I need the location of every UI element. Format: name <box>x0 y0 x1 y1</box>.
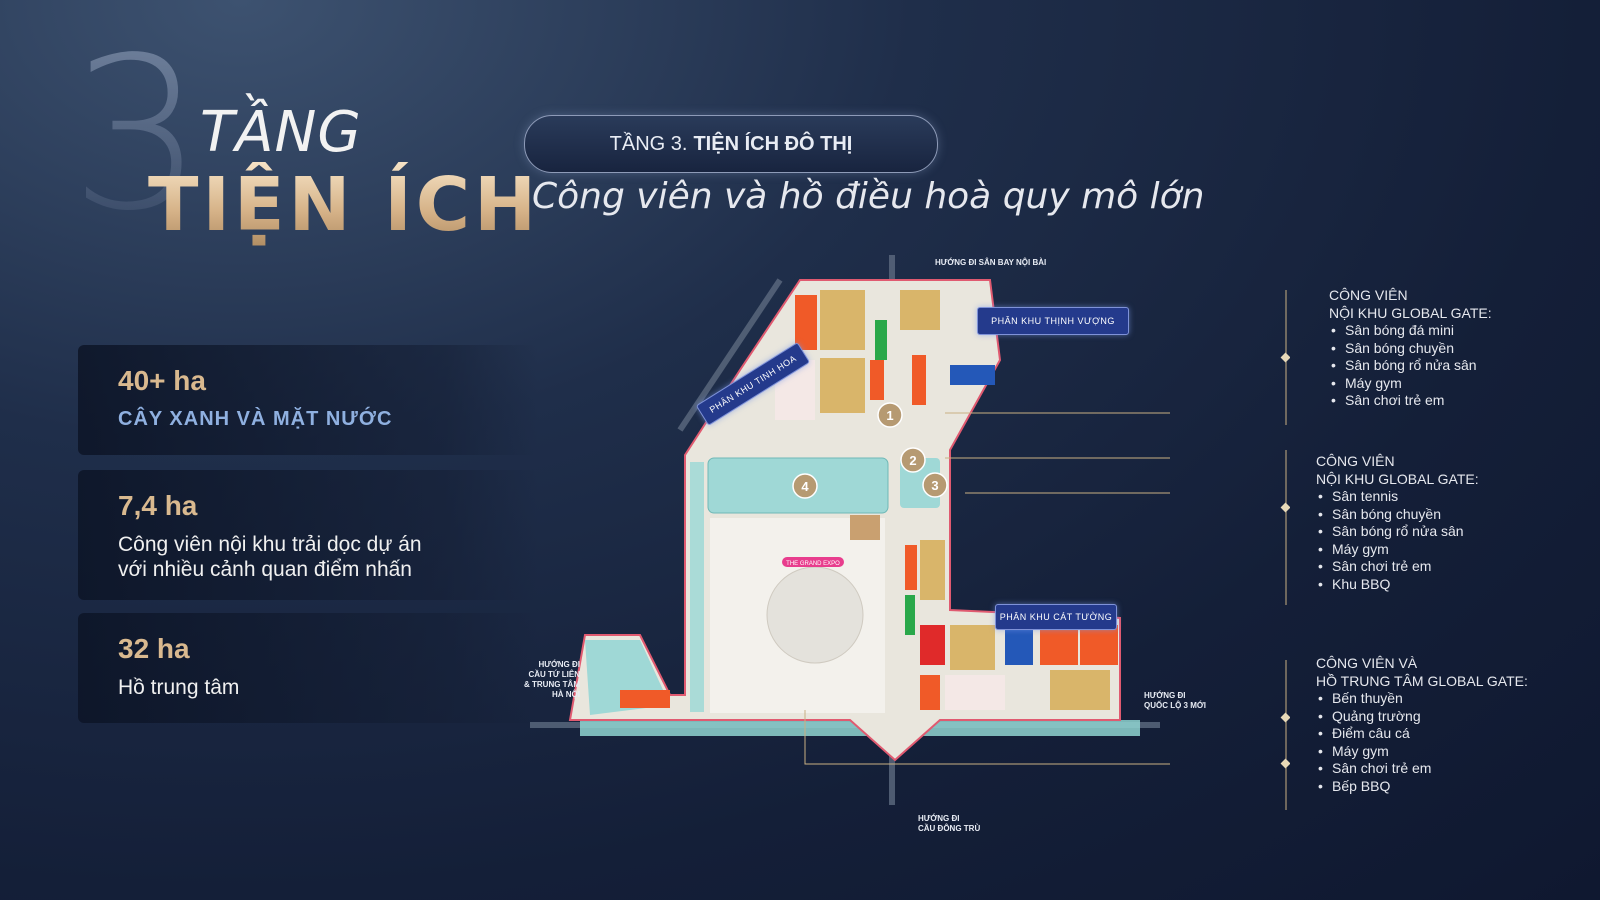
list-item: Bến thuyền <box>1318 690 1528 708</box>
masterplan-map: THE GRAND EXPO 1 2 3 4 <box>530 255 1170 805</box>
list-item: Sân tennis <box>1318 488 1479 506</box>
list-item: Máy gym <box>1318 743 1528 761</box>
direction-quoc-lo: HƯỚNG ĐI QUỐC LỘ 3 MỚI <box>1144 691 1206 710</box>
stat-label: Hồ trung tâm <box>118 676 240 699</box>
leader-lines <box>804 412 1170 765</box>
park-title: CÔNG VIÊN <box>1329 287 1408 303</box>
hero-line2: TIỆN ÍCH <box>148 162 541 248</box>
section-pill: TẦNG 3. TIỆN ÍCH ĐÔ THỊ <box>524 115 938 173</box>
list-item: Sân bóng chuyền <box>1318 506 1479 524</box>
list-item: Quảng trường <box>1318 708 1528 726</box>
park-list-1: CÔNG VIÊN NỘI KHU GLOBAL GATE: Sân bóng … <box>1329 287 1492 410</box>
stat-card-park: 7,4 ha Công viên nội khu trải dọc dự án … <box>78 470 538 600</box>
marker-4: 4 <box>801 479 809 494</box>
marker-2: 2 <box>909 453 916 468</box>
expo-badge <box>782 557 844 567</box>
page-subtitle: Công viên và hồ điều hoà quy mô lớn <box>532 176 1205 217</box>
list-item: Sân bóng rổ nửa sân <box>1331 357 1492 375</box>
pill-bold: TIỆN ÍCH ĐÔ THỊ <box>693 132 853 155</box>
list-item: Điểm câu cá <box>1318 725 1528 743</box>
list-item: Sân bóng đá mini <box>1331 322 1492 340</box>
park-list-3: CÔNG VIÊN VÀ HỒ TRUNG TÂM GLOBAL GATE: B… <box>1316 655 1528 795</box>
zone-cat-tuong: PHÂN KHU CÁT TƯỜNG <box>995 604 1117 630</box>
stat-value: 7,4 ha <box>118 490 198 521</box>
stat-label: CÂY XANH VÀ MẶT NƯỚC <box>118 408 393 430</box>
list-item: Máy gym <box>1318 541 1479 559</box>
list-item: Máy gym <box>1331 375 1492 393</box>
stat-label-line2: với nhiều cảnh quan điểm nhấn <box>118 558 412 581</box>
list-item: Sân bóng chuyền <box>1331 340 1492 358</box>
pill-prefix: TẦNG 3. <box>609 132 688 155</box>
park-list-2: CÔNG VIÊN NỘI KHU GLOBAL GATE: Sân tenni… <box>1316 453 1479 593</box>
list-item: Sân chơi trẻ em <box>1331 392 1492 410</box>
list-item: Sân bóng rổ nửa sân <box>1318 523 1479 541</box>
park-title: CÔNG VIÊN <box>1316 453 1395 469</box>
direction-dong-tru: HƯỚNG ĐI CẦU ĐÔNG TRÙ <box>918 814 981 833</box>
zone-thinh-vuong: PHÂN KHU THỊNH VƯỢNG <box>977 307 1129 335</box>
hero-line1: TẦNG <box>200 100 362 165</box>
park-title: NỘI KHU GLOBAL GATE: <box>1316 470 1479 487</box>
expo-label: THE GRAND EXPO <box>786 561 840 567</box>
list-item: Bếp BBQ <box>1318 778 1528 796</box>
list-item: Sân chơi trẻ em <box>1318 558 1479 576</box>
direction-noi-bai: HƯỚNG ĐI SÂN BAY NỘI BÀI <box>935 258 1047 267</box>
marker-3: 3 <box>931 478 938 493</box>
park-title: CÔNG VIÊN VÀ <box>1316 655 1418 671</box>
hero-number: 3 <box>70 12 204 257</box>
stat-card-green: 40+ ha CÂY XANH VÀ MẶT NƯỚC <box>78 345 538 455</box>
stat-label-line1: Công viên nội khu trải dọc dự án <box>118 533 422 556</box>
direction-tu-lien: HƯỚNG ĐI CẦU TỨ LIÊN & TRUNG TÂM HÀ NỘI <box>524 660 580 699</box>
stat-value: 40+ ha <box>118 365 206 396</box>
list-item: Sân chơi trẻ em <box>1318 760 1528 778</box>
park-title: HỒ TRUNG TÂM GLOBAL GATE: <box>1316 672 1528 689</box>
marker-1: 1 <box>886 408 893 423</box>
park-title: NỘI KHU GLOBAL GATE: <box>1329 304 1492 321</box>
list-item: Khu BBQ <box>1318 576 1479 594</box>
park-guides <box>1280 290 1290 810</box>
stat-card-lake: 32 ha Hồ trung tâm <box>78 613 538 723</box>
stat-value: 32 ha <box>118 633 190 664</box>
